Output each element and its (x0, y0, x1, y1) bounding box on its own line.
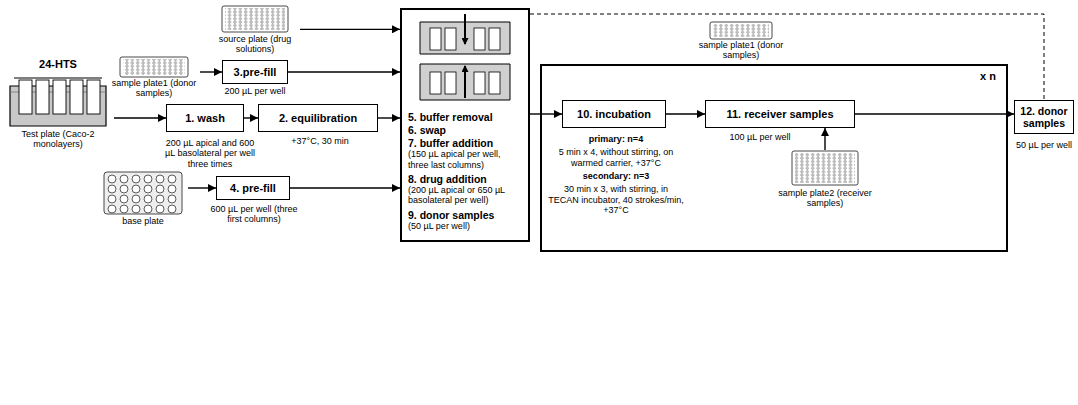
hts-plate (10, 78, 106, 126)
node-label: base plate (98, 216, 188, 226)
sample-plate: sample plate2 (receiver samples) (775, 150, 875, 209)
note-text: 200 µL per well (210, 86, 300, 96)
node-label: 24-HTS (2, 58, 114, 71)
box-label: 11. receiver samples (726, 108, 833, 121)
box-label: 4. pre-fill (230, 182, 276, 195)
arrow-connector (114, 117, 166, 118)
process-box: 2. equilibration (258, 104, 378, 132)
node-label: sample plate1 (donor samples) (690, 40, 792, 61)
dashed-connector (530, 14, 1044, 100)
box-label: 2. equilibration (279, 112, 357, 125)
base-plate: base plate (98, 172, 188, 226)
node-label: x n (980, 70, 996, 83)
note-text: 200 µL apical and 600 µL basolateral per… (164, 138, 256, 169)
process-box: 11. receiver samples (705, 100, 855, 128)
arrow-connector (378, 117, 400, 118)
well-plate (710, 22, 772, 39)
source-plate: source plate (drug solutions) (210, 4, 300, 55)
arrow-connector (530, 113, 562, 114)
test-plate: 24-HTS Test plate (Caco-2 monolayers) (2, 58, 114, 149)
note-text: 5 min x 4, without stirring, on warmed c… (548, 147, 684, 168)
step-text: 9. donor samples (408, 209, 522, 221)
note-text: primary: n=4 (548, 134, 684, 144)
node-label: source plate (drug solutions) (210, 34, 300, 55)
arrow-connector (188, 187, 216, 188)
base-plate (104, 172, 182, 214)
box-label: 12. donor samples (1019, 105, 1069, 129)
box-label: 10. incubation (577, 108, 651, 121)
note-text: +37°C, 30 min (270, 136, 370, 146)
node-label: Test plate (Caco-2 monolayers) (2, 129, 114, 150)
step-text: (150 µL apical per well, three last colu… (408, 149, 522, 170)
node-label: sample plate2 (receiver samples) (775, 188, 875, 209)
box-label: 1. wash (185, 112, 225, 125)
note-text: 30 min x 3, with stirring, in TECAN incu… (548, 184, 684, 215)
arrow-connector (244, 117, 258, 118)
box-label: 3.pre-fill (234, 66, 277, 79)
well-plate (792, 151, 858, 185)
step-label: 7. buffer addition (408, 137, 522, 149)
arrow-connector (288, 71, 400, 72)
step-label: 5. buffer removal (408, 111, 522, 123)
step-text: 6. swap (408, 124, 522, 136)
process-box: 1. wash (166, 104, 244, 132)
step-text: 8. drug addition (408, 173, 522, 185)
arrow-connector (300, 29, 400, 30)
note-text: 100 µL per well (712, 132, 808, 142)
arrow-connector (855, 113, 1014, 114)
process-box: 3.pre-fill (222, 60, 288, 84)
sample-plate: sample plate1 (donor samples) (108, 56, 200, 99)
sample-plate: sample plate1 (donor samples) (690, 21, 792, 61)
node-label: sample plate1 (donor samples) (108, 78, 200, 99)
well-plate (222, 6, 288, 32)
note-text: secondary: n=3 (548, 171, 684, 181)
swap-illustration (420, 14, 510, 100)
process-box: 12. donor samples (1014, 100, 1074, 134)
step-text: (50 µL per well) (408, 221, 522, 231)
step-text: (200 µL apical or 650 µL basolateral per… (408, 185, 522, 206)
arrow-connector (200, 71, 222, 72)
process-box: 4. pre-fill (216, 176, 290, 200)
note-text: 600 µL per well (three first columns) (204, 204, 304, 225)
arrow-connector (666, 113, 705, 114)
arrow-connector (824, 128, 825, 150)
note-text: 50 µL per well (1010, 140, 1078, 150)
process-box: 10. incubation (562, 100, 666, 128)
arrow-connector (290, 187, 400, 188)
well-plate (120, 57, 188, 77)
step-panel: 5. buffer removal6. swap7. buffer additi… (400, 8, 530, 242)
